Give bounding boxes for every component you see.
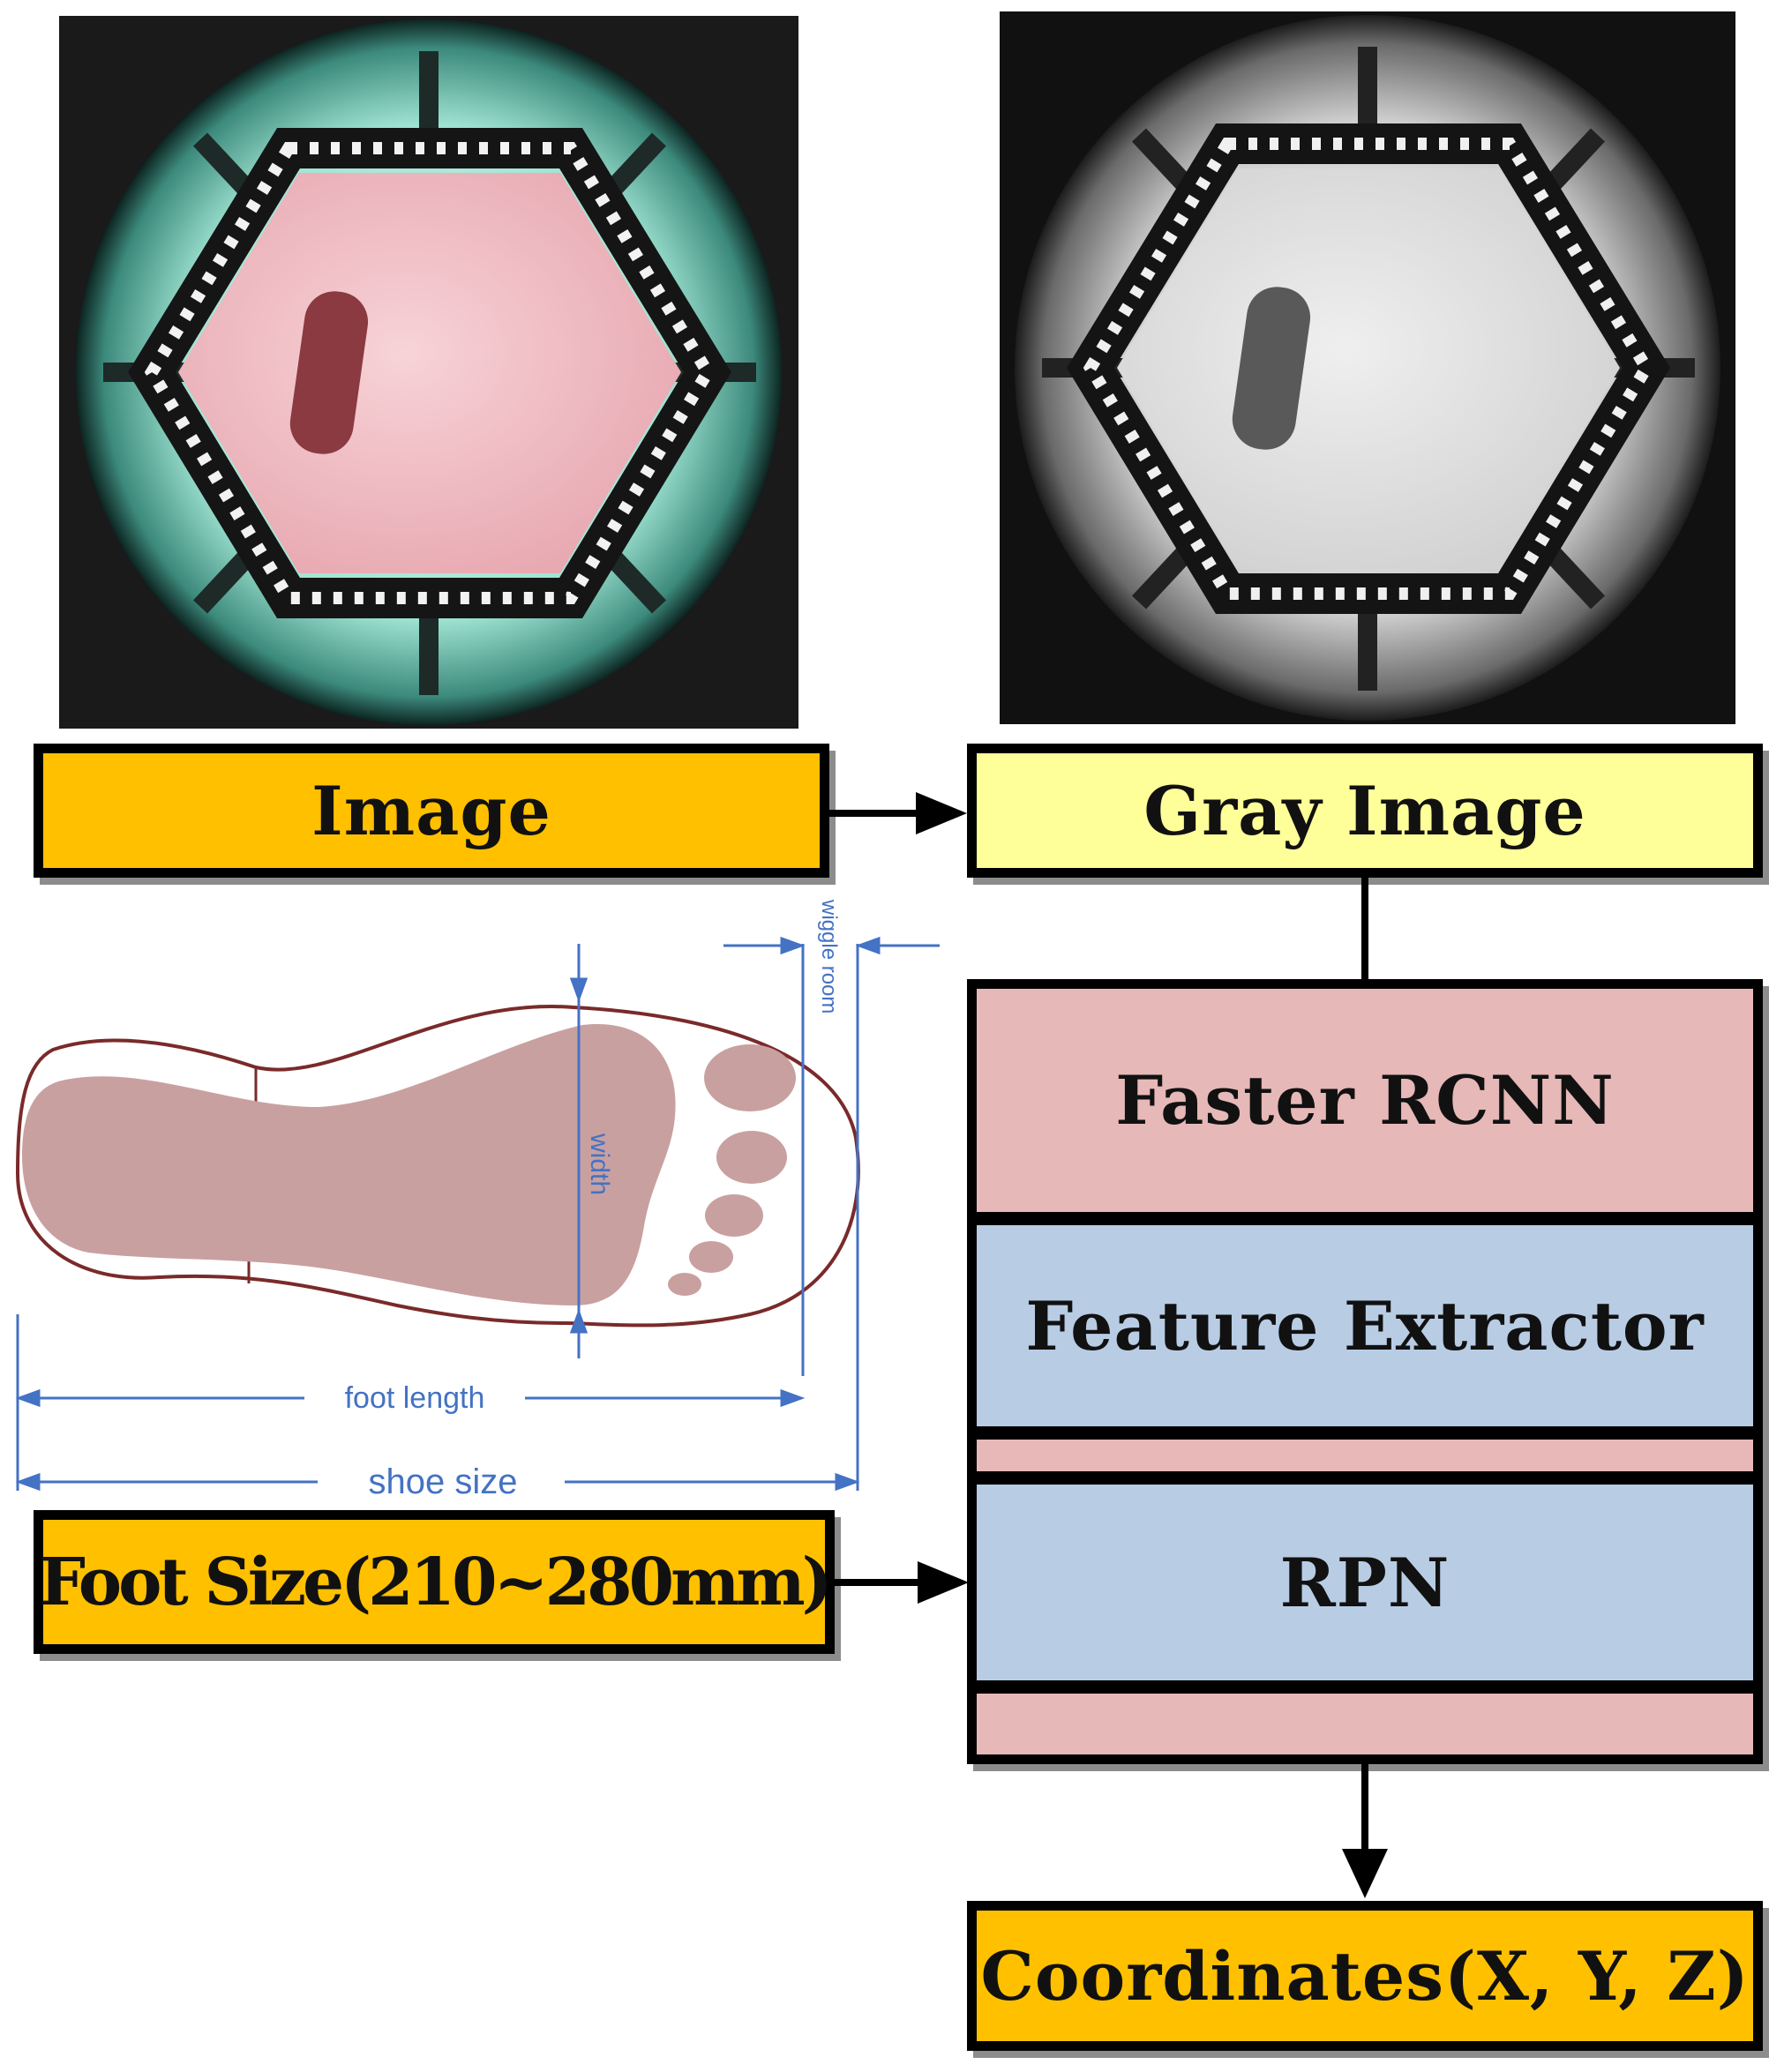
feature-extractor-label: Feature Extractor [1025,1286,1705,1365]
arrow-right-icon [835,1561,969,1604]
coordinates-label: Coordinates(X, Y, Z) [980,1936,1750,2016]
pink-strip-lower [977,1694,1753,1754]
gray-image-label: Gray Image [1143,771,1586,850]
wiggle-room-label: wiggle room [817,899,841,1014]
faster-rcnn-block: Faster RCNN [977,989,1753,1212]
faster-rcnn-label: Faster RCNN [1115,1061,1615,1140]
color-foot-camera-photo [59,16,798,729]
foot-size-box: Foot Size(210~280mm) [34,1510,835,1654]
gray-foot-camera-photo [1000,11,1735,724]
connector-line [1361,878,1368,984]
gray-image-box: Gray Image [967,744,1763,878]
image-box: Image [34,744,829,878]
foot-size-label: Foot Size(210~280mm) [39,1544,832,1620]
image-label: Image [311,771,551,850]
arrow-down-icon [1342,1764,1388,1898]
foot-size-diagram: width wiggle room foot length shoe size [15,899,940,1501]
width-label: width [585,1133,614,1195]
rpn-label: RPN [1279,1543,1450,1622]
shoe-size-label: shoe size [369,1462,518,1501]
coordinates-box: Coordinates(X, Y, Z) [967,1901,1763,2051]
foot-sole [22,1023,676,1305]
pink-strip-upper [977,1440,1753,1471]
rpn-block: RPN [977,1485,1753,1680]
feature-extractor-block: Feature Extractor [977,1225,1753,1426]
foot-length-label: foot length [345,1381,485,1415]
arrow-right-icon [829,792,967,834]
